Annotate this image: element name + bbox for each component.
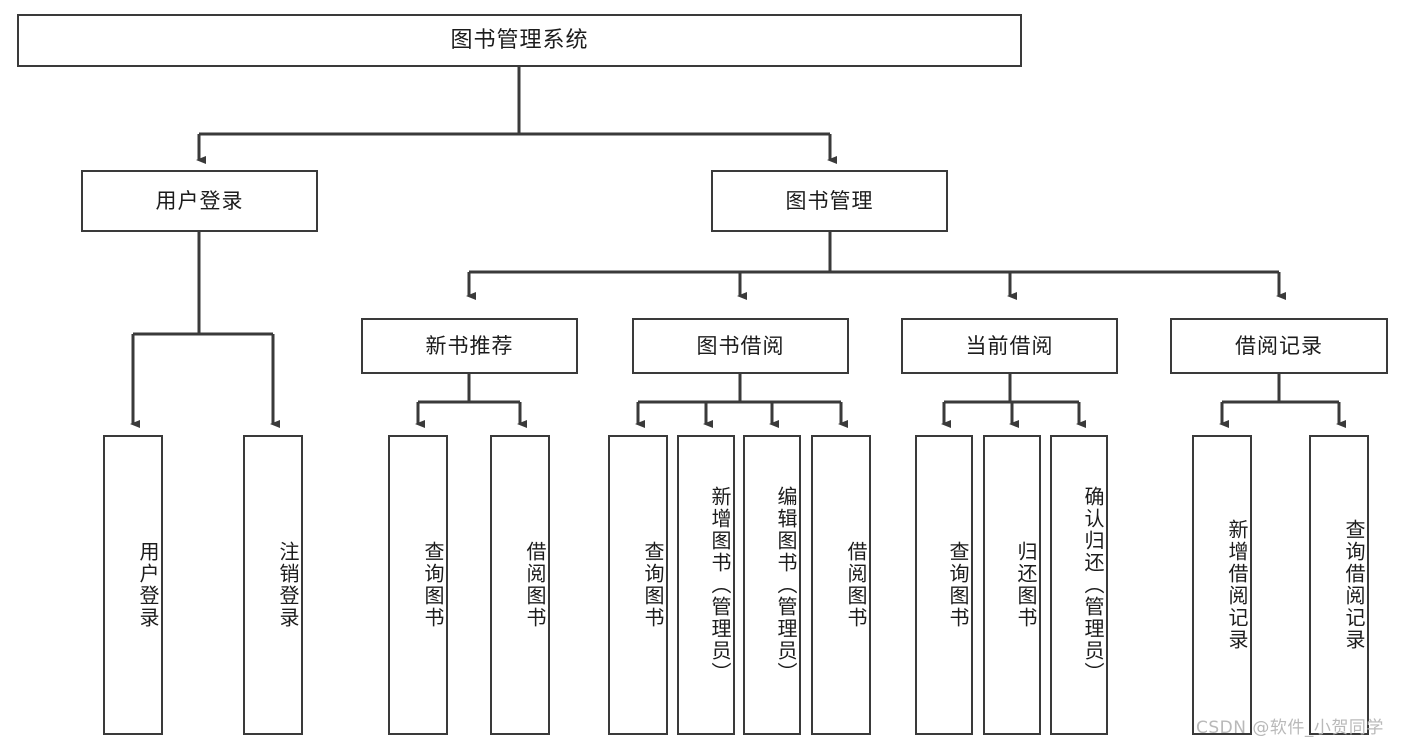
leaf-user-login-logout[interactable]: 注销登录 [243, 435, 303, 735]
node-root-system[interactable]: 图书管理系统 [17, 14, 1022, 67]
leaf-current-borrow-query[interactable]: 查询图书 [915, 435, 973, 735]
leaf-new-book-query[interactable]: 查询图书 [388, 435, 448, 735]
node-book-borrow[interactable]: 图书借阅 [632, 318, 849, 374]
node-label: 查询图书 [421, 541, 445, 629]
node-new-book-recommend[interactable]: 新书推荐 [361, 318, 578, 374]
node-label: 新增借阅记录 [1225, 519, 1249, 651]
leaf-current-borrow-confirm-return[interactable]: 确认归还（管理员） [1050, 435, 1108, 735]
node-label: 新增图书（管理员） [708, 486, 732, 684]
node-label: 用户登录 [136, 541, 160, 629]
leaf-user-login-login[interactable]: 用户登录 [103, 435, 163, 735]
node-label: 编辑图书（管理员） [774, 486, 798, 684]
node-label: 查询借阅记录 [1342, 519, 1366, 651]
node-label: 确认归还（管理员） [1081, 486, 1105, 684]
node-label: 用户登录 [155, 188, 244, 213]
node-label: 借阅图书 [844, 541, 868, 629]
node-label: 图书管理系统 [450, 27, 589, 53]
leaf-book-borrow-borrow[interactable]: 借阅图书 [811, 435, 871, 735]
node-label: 当前借阅 [965, 333, 1054, 358]
node-label: 归还图书 [1014, 541, 1038, 629]
leaf-book-borrow-query[interactable]: 查询图书 [608, 435, 668, 735]
leaf-borrow-record-query[interactable]: 查询借阅记录 [1309, 435, 1369, 735]
node-user-login[interactable]: 用户登录 [81, 170, 318, 232]
node-book-management[interactable]: 图书管理 [711, 170, 948, 232]
node-label: 图书管理 [785, 188, 874, 213]
node-label: 查询图书 [946, 541, 970, 629]
node-label: 新书推荐 [425, 333, 514, 358]
node-borrow-record[interactable]: 借阅记录 [1170, 318, 1388, 374]
leaf-current-borrow-return[interactable]: 归还图书 [983, 435, 1041, 735]
node-current-borrow[interactable]: 当前借阅 [901, 318, 1118, 374]
node-label: 查询图书 [641, 541, 665, 629]
leaf-new-book-borrow[interactable]: 借阅图书 [490, 435, 550, 735]
leaf-borrow-record-add[interactable]: 新增借阅记录 [1192, 435, 1252, 735]
node-label: 图书借阅 [696, 333, 785, 358]
node-label: 注销登录 [276, 541, 300, 629]
leaf-book-borrow-add[interactable]: 新增图书（管理员） [677, 435, 735, 735]
node-label: 借阅记录 [1235, 333, 1323, 358]
csdn-watermark: CSDN @软件_小贺同学 [1196, 718, 1384, 738]
leaf-book-borrow-edit[interactable]: 编辑图书（管理员） [743, 435, 801, 735]
node-label: 借阅图书 [523, 541, 547, 629]
